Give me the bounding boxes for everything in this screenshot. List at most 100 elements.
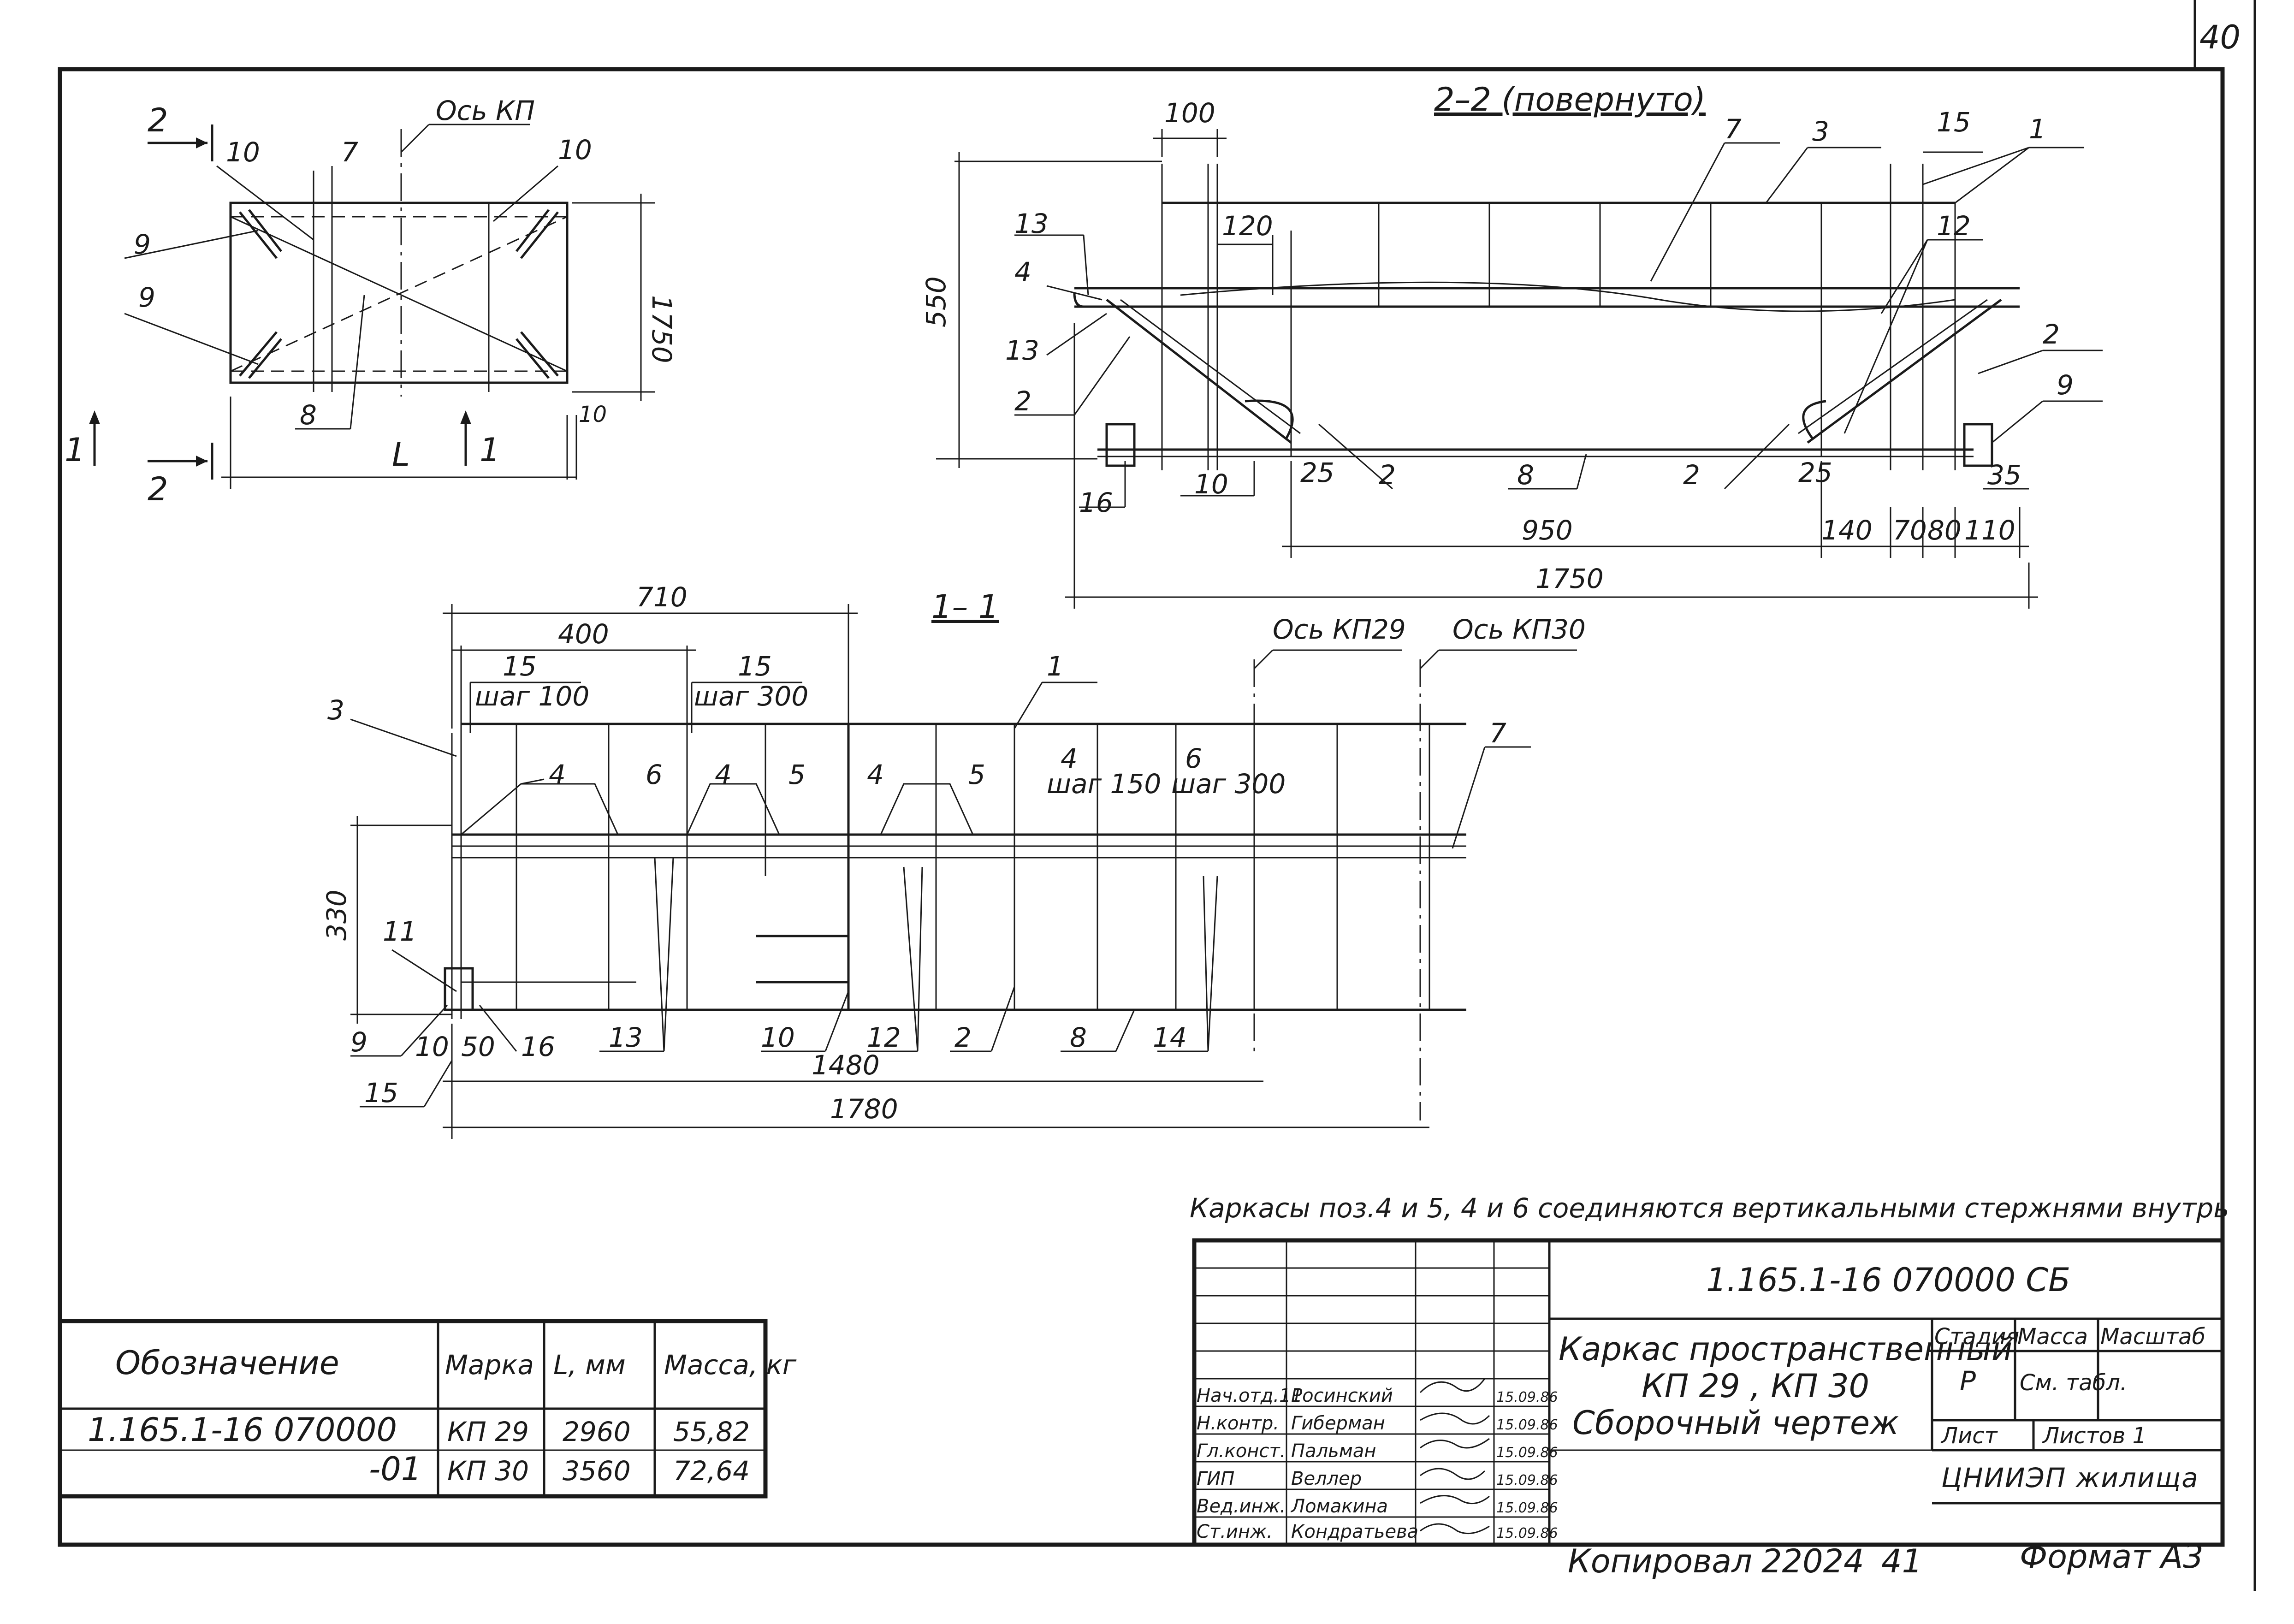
signature-scribble-4 <box>1420 1468 1486 1480</box>
s11-label-7: 7 <box>1489 717 1506 749</box>
plan-label-10-right: 10 <box>558 134 592 166</box>
s11-label-4-a: 4 <box>549 759 566 790</box>
s22-dim-1750: 1750 <box>1535 563 1604 594</box>
s11-label-11: 11 <box>383 916 417 947</box>
s11-dim-1780: 1780 <box>830 1093 898 1125</box>
s11-pos-6-step: 6 <box>1185 743 1202 774</box>
s11-label-2: 2 <box>954 1022 972 1053</box>
title-line-2: КП 29 , КП 30 <box>1642 1367 1869 1405</box>
title-line-3: Сборочный чертеж <box>1572 1404 1899 1442</box>
s11-pitch-150: шаг 150 <box>1047 768 1161 800</box>
spec-header-mark: Марка <box>445 1349 534 1381</box>
s22-label-35: 35 <box>1987 459 2021 491</box>
sig-name-1: Росинский <box>1291 1385 1393 1406</box>
s11-label-8: 8 <box>1070 1022 1087 1053</box>
sig-role-1: Нач.отд.11 <box>1197 1385 1303 1406</box>
plan-label-9-top: 9 <box>134 229 151 260</box>
s11-label-12: 12 <box>867 1022 901 1053</box>
sig-role-5: Вед.инж. <box>1197 1496 1286 1517</box>
spec-row1-mark: КП 29 <box>447 1416 529 1447</box>
s11-label-4-b: 4 <box>715 759 732 790</box>
s11-dim-710: 710 <box>636 581 688 613</box>
s22-label-16: 16 <box>1079 487 1113 518</box>
section-2-2-title: 2–2 (повернуто) <box>1434 81 1706 119</box>
s11-label-13: 13 <box>609 1022 643 1053</box>
s22-dim-950: 950 <box>1522 515 1573 546</box>
sig-role-2: Н.контр. <box>1197 1413 1279 1434</box>
signature-scribble-1 <box>1419 1378 1486 1393</box>
s22-label-13-bottom: 13 <box>1005 335 1039 366</box>
s11-label-10-left: 10 <box>415 1031 449 1062</box>
s22-label-9: 9 <box>2057 369 2074 401</box>
s11-dim-400: 400 <box>558 618 609 650</box>
s22-dim-140: 140 <box>1821 515 1873 546</box>
stage-header: Стадия <box>1934 1324 2019 1350</box>
section-2-2: 2–2 (повернуто) 100 7 <box>920 81 2103 609</box>
s22-label-2-center-right: 2 <box>1683 459 1700 491</box>
s22-dim-550: 550 <box>920 276 952 327</box>
sig-name-4: Веллер <box>1291 1468 1362 1489</box>
s22-label-120: 120 <box>1222 210 1273 242</box>
spec-row1-designation: 1.165.1-16 070000 <box>88 1411 397 1449</box>
s22-label-1: 1 <box>2029 113 2046 145</box>
footer: Копировал 22024 41 Формат А3 <box>1568 1538 2204 1580</box>
s11-dim-330: 330 <box>321 889 352 941</box>
s11-label-16: 16 <box>521 1031 555 1062</box>
s11-axis-kp30: Ось КП30 <box>1452 614 1586 645</box>
s22-label-25-left: 25 <box>1300 457 1334 488</box>
s22-label-4: 4 <box>1014 256 1031 288</box>
plan-dim-1750: 1750 <box>646 295 677 363</box>
sig-name-5: Ломакина <box>1290 1496 1388 1517</box>
s11-label-14: 14 <box>1153 1022 1187 1053</box>
title-block: Нач.отд.11 Росинский 15.09.86 Н.контр. Г… <box>1192 1238 2225 1547</box>
s22-label-15: 15 <box>1937 107 1971 138</box>
footer-copied: Копировал <box>1568 1542 1752 1580</box>
sig-date-1: 15.09.86 <box>1496 1389 1558 1405</box>
section-1-1: 1– 1 710 400 Ось КП29 Ось КП30 <box>321 581 1586 1139</box>
spec-row1-length: 2960 <box>563 1416 631 1447</box>
s11-label-15: 15 <box>364 1077 398 1108</box>
sig-name-6: Кондратьева <box>1291 1521 1418 1542</box>
spec-row2-length: 3560 <box>563 1455 631 1487</box>
s22-label-12: 12 <box>1937 210 1971 242</box>
spec-row2-mark: КП 30 <box>447 1455 529 1487</box>
s11-dim-1480: 1480 <box>812 1049 880 1081</box>
signature-scribble-6 <box>1420 1523 1490 1535</box>
s22-dim-70: 70 <box>1893 515 1927 546</box>
stage-value: Р <box>1960 1365 1976 1397</box>
sig-date-5: 15.09.86 <box>1496 1500 1558 1516</box>
sig-role-3: Гл.конст. <box>1197 1440 1286 1462</box>
s22-label-10: 10 <box>1194 468 1228 500</box>
spec-row2-mass: 72,64 <box>673 1455 750 1487</box>
footer-sheet-no: 41 <box>1881 1542 1922 1580</box>
organization-stamp: ЦНИИЭП жилища <box>1941 1462 2199 1494</box>
spec-header-mass: Масса, кг <box>664 1349 797 1381</box>
plan-view: 2 2 1 1 Ось КП 10 7 10 9 9 8 1750 <box>65 95 677 508</box>
s11-label-5-a: 5 <box>788 759 806 790</box>
s11-label-5-b: 5 <box>968 759 985 790</box>
sheet-label: Лист <box>1940 1423 1998 1449</box>
section-mark-1-right: 1 <box>480 431 500 469</box>
s22-dim-110: 110 <box>1964 515 2015 546</box>
sig-date-6: 15.09.86 <box>1496 1525 1558 1541</box>
s11-axis-kp29: Ось КП29 <box>1273 614 1406 645</box>
s11-label-1: 1 <box>1047 651 1064 682</box>
spec-header-designation: Обозначение <box>115 1344 339 1382</box>
doc-code: 1.165.1-16 070000 СБ <box>1706 1261 2070 1299</box>
s11-pitch-300: шаг 300 <box>694 681 808 712</box>
sig-name-3: Пальман <box>1291 1440 1376 1462</box>
s11-label-50: 50 <box>461 1031 495 1062</box>
page-number: 40 <box>2199 18 2241 56</box>
s11-pitch-300-b: шаг 300 <box>1171 768 1286 800</box>
s22-label-13-top: 13 <box>1014 208 1049 239</box>
signature-scribble-3 <box>1420 1438 1490 1449</box>
section-1-1-title: 1– 1 <box>931 588 999 626</box>
s22-label-7: 7 <box>1725 113 1742 145</box>
s22-label-2-right: 2 <box>2043 319 2060 350</box>
s11-pos-4-step: 4 <box>1061 743 1078 774</box>
sig-role-6: Ст.инж. <box>1197 1521 1273 1542</box>
sig-date-4: 15.09.86 <box>1496 1472 1558 1488</box>
s22-label-8: 8 <box>1517 459 1534 491</box>
sig-role-4: ГИП <box>1197 1468 1234 1489</box>
